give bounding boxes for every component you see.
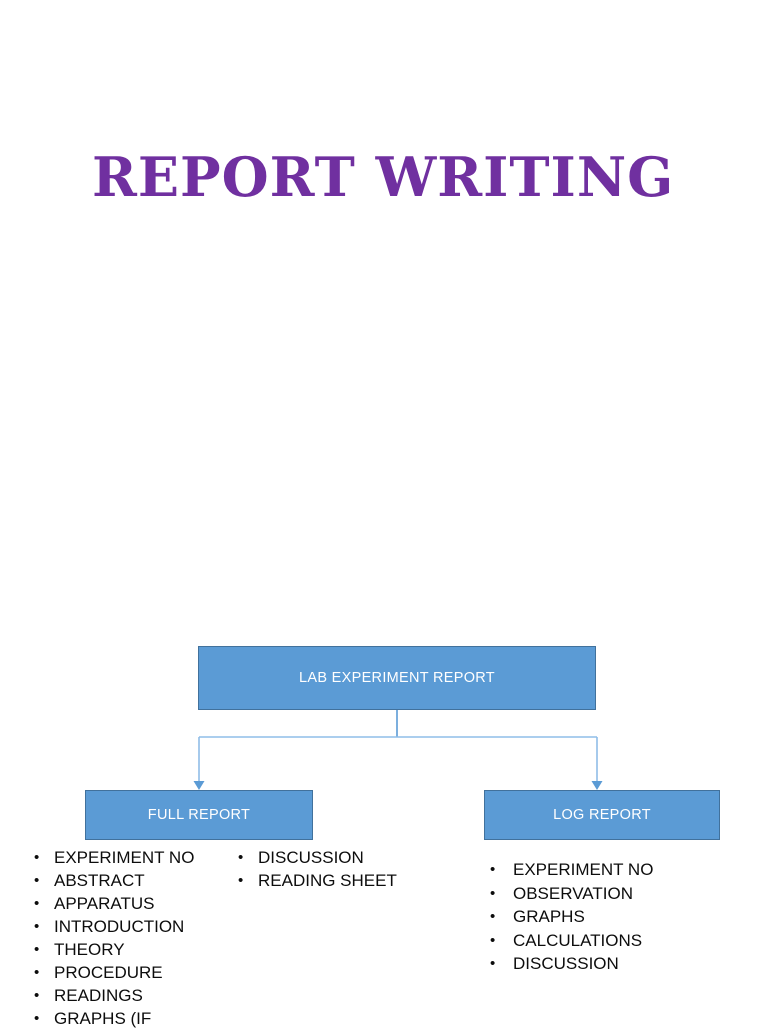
list-item: READINGS <box>34 984 194 1007</box>
list-item: GRAPHS (IF <box>34 1007 194 1030</box>
list-item: GRAPHS <box>490 905 653 929</box>
list-item: ABSTRACT <box>34 869 194 892</box>
list-item: APPARATUS <box>34 892 194 915</box>
list-item: OBSERVATION <box>490 882 653 906</box>
list-item: EXPERIMENT NO <box>490 858 653 882</box>
list-item: DISCUSSION <box>238 846 397 869</box>
arrow-head-right-icon <box>591 781 603 790</box>
arrow-head-left-icon <box>193 781 205 790</box>
list-item: PROCEDURE <box>34 961 194 984</box>
log-report-list: EXPERIMENT NO OBSERVATION GRAPHS CALCULA… <box>490 858 653 976</box>
node-log-report[interactable]: LOG REPORT <box>484 790 720 840</box>
node-full-report-label: FULL REPORT <box>147 807 251 823</box>
list-item: CALCULATIONS <box>490 929 653 953</box>
node-full-report[interactable]: FULL REPORT <box>85 790 313 840</box>
list-item: EXPERIMENT NO <box>34 846 194 869</box>
list-item: INTRODUCTION <box>34 915 194 938</box>
node-lab-experiment-report-label: LAB EXPERIMENT REPORT <box>299 670 495 686</box>
list-item: THEORY <box>34 938 194 961</box>
list-item: DISCUSSION <box>490 952 653 976</box>
page-title: REPORT WRITING <box>92 145 675 209</box>
node-log-report-label: LOG REPORT <box>553 807 651 823</box>
node-lab-experiment-report[interactable]: LAB EXPERIMENT REPORT <box>198 646 596 710</box>
list-item: READING SHEET <box>238 869 397 892</box>
full-report-list-column-2: DISCUSSION READING SHEET <box>238 846 397 892</box>
full-report-list-column-1: EXPERIMENT NO ABSTRACT APPARATUS INTRODU… <box>34 846 194 1030</box>
